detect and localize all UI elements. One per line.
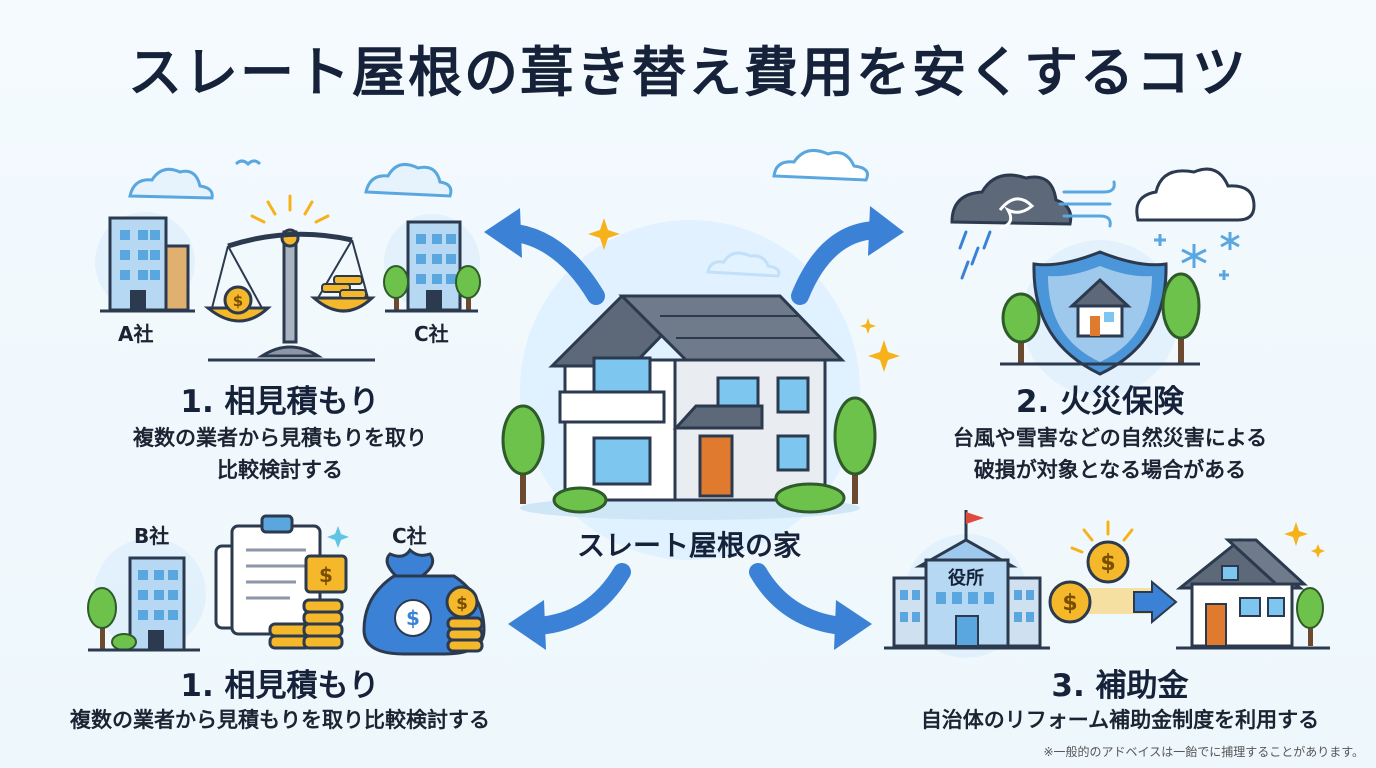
svg-text:$: $ <box>1100 551 1115 576</box>
office-building-icon <box>406 220 462 312</box>
section-heading-insurance: 2. 火災保険 <box>1015 384 1185 420</box>
arrow-to-section-2 <box>791 221 885 305</box>
desc-line: 複数の業者から見積もりを取り比較検討する <box>70 708 490 732</box>
section-desc-quotes: 複数の業者から見積もりを取り 比較検討する <box>60 422 500 486</box>
arrowhead <box>484 208 522 258</box>
bird-icon <box>234 159 262 167</box>
desc-line: 比較検討する <box>217 458 343 482</box>
svg-text:$: $ <box>406 606 420 630</box>
office-building-icon <box>128 556 186 652</box>
office-building-icon <box>108 216 190 312</box>
tree-icon <box>1001 272 1201 364</box>
arrow-right-icon <box>1133 579 1178 625</box>
coin-icon <box>223 285 253 315</box>
tree-icon <box>1296 587 1324 646</box>
tree-icon <box>501 404 545 504</box>
company-label-b: B社 <box>134 524 170 548</box>
house-icon <box>501 294 877 520</box>
city-hall-sign: 役所 <box>948 567 984 589</box>
svg-text:$: $ <box>456 594 468 614</box>
scale-icon: $ <box>203 228 376 362</box>
tree-icon <box>833 396 877 504</box>
section-desc-insurance: 台風や雪害などの自然災害による 破損が対象となる場合がある <box>920 422 1300 486</box>
cloud-icon <box>364 162 453 198</box>
section-desc-subsidy: 自治体のリフォーム補助金制度を利用する <box>870 704 1370 736</box>
desc-line: 複数の業者から見積もりを取り <box>133 426 427 450</box>
snowflake-icon <box>1154 232 1240 280</box>
cloud-icon <box>1135 167 1256 222</box>
sparkle-icon <box>588 218 900 372</box>
svg-text:$: $ <box>319 563 333 587</box>
desc-line: 自治体のリフォーム補助金制度を利用する <box>920 708 1320 732</box>
desc-line: 台風や雪害などの自然災害による <box>952 426 1268 450</box>
cloud-icon <box>772 148 869 182</box>
section-heading-quotes: 1. 相見積もり <box>180 384 380 420</box>
tree-icon <box>87 587 137 651</box>
sparkle-icon <box>327 526 349 548</box>
tree-icon <box>383 265 481 310</box>
city-hall-icon <box>892 510 1042 648</box>
arrowhead <box>868 206 904 256</box>
clipboard-icon: $ <box>214 514 348 636</box>
storm-icon <box>950 173 1116 280</box>
coin-stack-icon <box>268 598 344 650</box>
coin-icon: $ $ <box>1048 540 1160 624</box>
sparkle-icon <box>1311 544 1325 558</box>
section-heading-quotes-2: 1. 相見積もり <box>180 668 380 704</box>
arrowhead <box>508 600 546 650</box>
section-heading-subsidy: 3. 補助金 <box>1051 668 1189 704</box>
cloud-icon <box>128 167 214 200</box>
house-icon <box>1175 538 1308 648</box>
arrow-to-section-3 <box>529 563 631 635</box>
section-desc-quotes-2: 複数の業者から見積もりを取り比較検討する <box>20 704 540 736</box>
company-label-c: C社 <box>414 322 449 346</box>
footnote: ※一般的のアドベイスは一飴でに捕理することがあります。 <box>1043 745 1365 759</box>
sparkle-rays <box>1070 520 1134 554</box>
shield-house-icon <box>1032 250 1168 376</box>
coin-stack-icon <box>445 585 484 653</box>
company-label-a: A社 <box>118 322 154 346</box>
arrow-to-section-4 <box>749 563 851 635</box>
arrowhead <box>834 600 872 650</box>
hub-label: スレート屋根の家 <box>576 529 801 562</box>
svg-text:$: $ <box>233 292 243 310</box>
desc-line: 破損が対象となる場合がある <box>973 458 1247 482</box>
sparkle-rays <box>250 194 330 224</box>
page-title: スレート屋根の葺き替え費用を安くするコツ <box>128 41 1248 104</box>
company-label-c: C社 <box>392 524 427 548</box>
sparkle-icon <box>1284 522 1308 546</box>
svg-text:$: $ <box>1062 591 1077 616</box>
